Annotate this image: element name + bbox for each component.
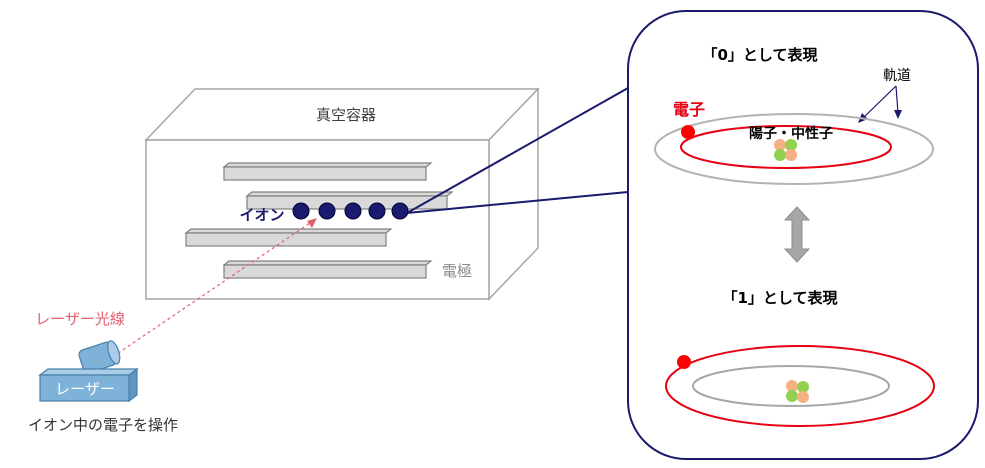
state0-title: 「0」として表現 xyxy=(703,46,818,64)
orbit-pointer-2-head xyxy=(894,110,902,119)
orbit-pointer-1 xyxy=(862,85,897,119)
ion xyxy=(344,202,362,220)
ion xyxy=(391,202,409,220)
chamber-label: 真空容器 xyxy=(316,106,376,124)
outer-orbit-state1 xyxy=(665,345,935,427)
orbit-pointer-2 xyxy=(895,85,899,114)
inner-orbit-state0 xyxy=(680,125,892,169)
nucleus-state0 xyxy=(774,139,797,161)
laser-beam xyxy=(107,222,311,361)
state1-title: 「1」として表現 xyxy=(723,289,838,307)
orbit-label: 軌道 xyxy=(883,68,911,84)
ion-label: イオン xyxy=(239,206,284,224)
laser-device-label: レーザー xyxy=(55,380,115,398)
electrode-3 xyxy=(184,228,393,247)
laser-device xyxy=(38,340,139,403)
laser-caption: イオン中の電子を操作 xyxy=(28,416,178,434)
ion xyxy=(368,202,386,220)
nucleus-label: 陽子・中性子 xyxy=(749,125,833,142)
outer-orbit-state0 xyxy=(654,113,934,185)
laser-beam-arrowhead xyxy=(307,218,317,228)
electrodes xyxy=(184,162,454,279)
electrode-4 xyxy=(222,260,433,279)
electron-state1 xyxy=(677,355,691,369)
ion xyxy=(292,202,310,220)
zoom-line-bottom xyxy=(406,191,629,214)
inner-orbit-state1 xyxy=(692,365,890,407)
laser-beam-label: レーザー光線 xyxy=(35,310,125,328)
electron-label: 電子 xyxy=(673,100,705,119)
nucleus-state1 xyxy=(786,380,809,403)
zoom-line-top xyxy=(406,87,629,214)
ion xyxy=(318,202,336,220)
electron-state0 xyxy=(681,125,695,139)
ion-row xyxy=(292,202,409,220)
electrode-1 xyxy=(222,162,433,181)
transition-double-arrow xyxy=(783,206,811,263)
electrode-label: 電極 xyxy=(442,262,472,280)
